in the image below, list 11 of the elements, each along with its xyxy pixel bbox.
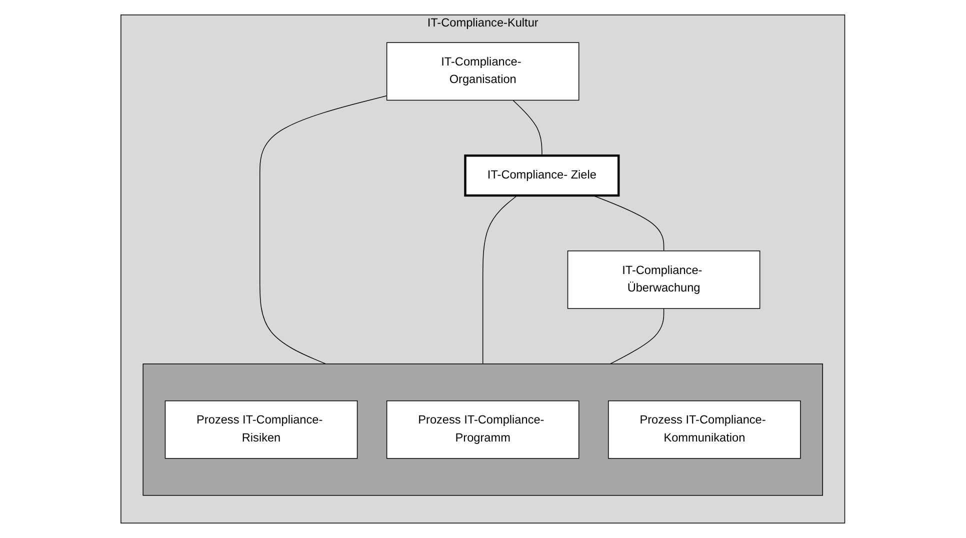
connector	[482, 195, 518, 364]
node-box: IT-Compliance- Organisation	[386, 42, 580, 101]
node-box: Prozess IT-Compliance- Kommunikation	[608, 400, 801, 459]
connector	[610, 308, 664, 364]
connector	[260, 95, 388, 364]
cluster	[142, 364, 824, 496]
node-box: IT-Compliance- Ziele	[464, 154, 620, 197]
node-box: Prozess IT-Compliance- Programm	[386, 400, 580, 459]
node-box: IT-Compliance- Überwachung	[568, 250, 760, 309]
connector	[512, 100, 542, 156]
node-box: Prozess IT-Compliance- Risiken	[165, 400, 358, 459]
